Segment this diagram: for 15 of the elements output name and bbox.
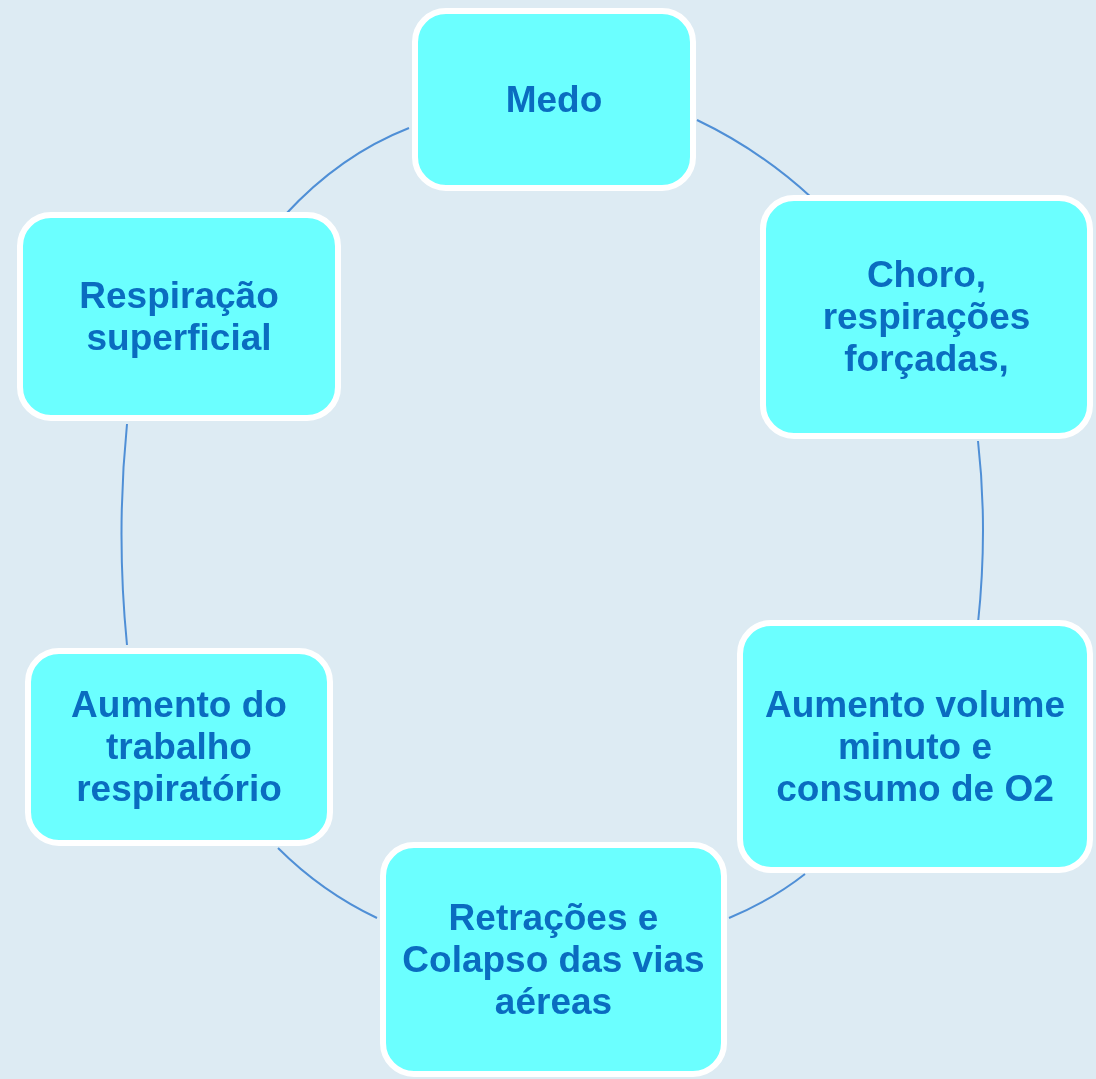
connector-line [277,847,378,919]
process-box [25,648,333,846]
node-label: Aumento do trabalho respiratório [70,684,288,810]
connector-line [728,873,806,919]
node-label: Choro, respirações forçadas, [821,254,1032,380]
process-box [380,842,727,1077]
process-box [760,195,1093,439]
node-label: Respiração superficial [78,274,280,359]
process-box [17,212,341,421]
node-label: Medo [505,78,603,121]
process-box [412,8,696,191]
process-box [737,620,1093,873]
node-label: Retrações e Colapso das vias aéreas [402,896,705,1023]
node-label: Aumento volume minuto e consumo de O2 [763,683,1067,810]
connector-line [120,423,128,646]
